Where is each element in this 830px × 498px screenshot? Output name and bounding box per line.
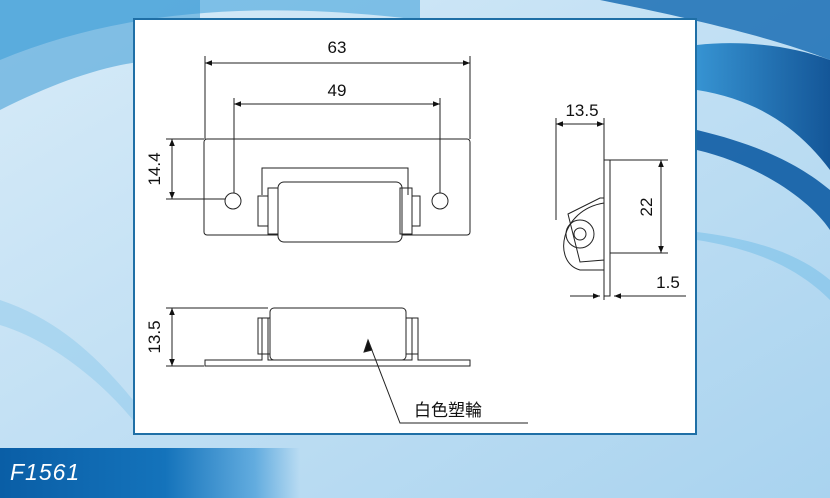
dim-overall-length: 63 bbox=[328, 38, 347, 57]
model-code: F1561 bbox=[10, 459, 81, 485]
dim-plate-height: 14.4 bbox=[145, 152, 164, 185]
wheel bbox=[277, 181, 403, 243]
dim-hole-spacing: 49 bbox=[328, 81, 347, 100]
side-wheel-arc bbox=[563, 202, 605, 271]
side-plate bbox=[603, 159, 611, 297]
note-leader bbox=[367, 339, 528, 424]
dim-front-height: 13.5 bbox=[145, 320, 164, 353]
front-view bbox=[204, 307, 471, 367]
front-right-cap bbox=[405, 317, 419, 355]
dim-plate-thickness: 1.5 bbox=[656, 273, 680, 292]
bracket-outline bbox=[261, 167, 409, 195]
left-wheel-cap bbox=[257, 195, 269, 227]
side-axle bbox=[573, 227, 587, 241]
top-view bbox=[203, 138, 471, 243]
dim-side-height: 22 bbox=[637, 198, 656, 217]
side-view bbox=[563, 159, 611, 297]
side-bracket bbox=[567, 197, 605, 263]
front-wheel bbox=[269, 307, 407, 361]
material-note: 白色塑輪 bbox=[414, 401, 482, 421]
left-mounting-hole bbox=[224, 192, 242, 210]
front-plate bbox=[204, 317, 471, 367]
model-code-bar bbox=[0, 448, 300, 498]
side-wheel bbox=[565, 219, 595, 249]
dim-side-depth: 13.5 bbox=[565, 101, 598, 120]
right-wheel-cap bbox=[411, 195, 421, 227]
right-mounting-hole bbox=[431, 192, 449, 210]
